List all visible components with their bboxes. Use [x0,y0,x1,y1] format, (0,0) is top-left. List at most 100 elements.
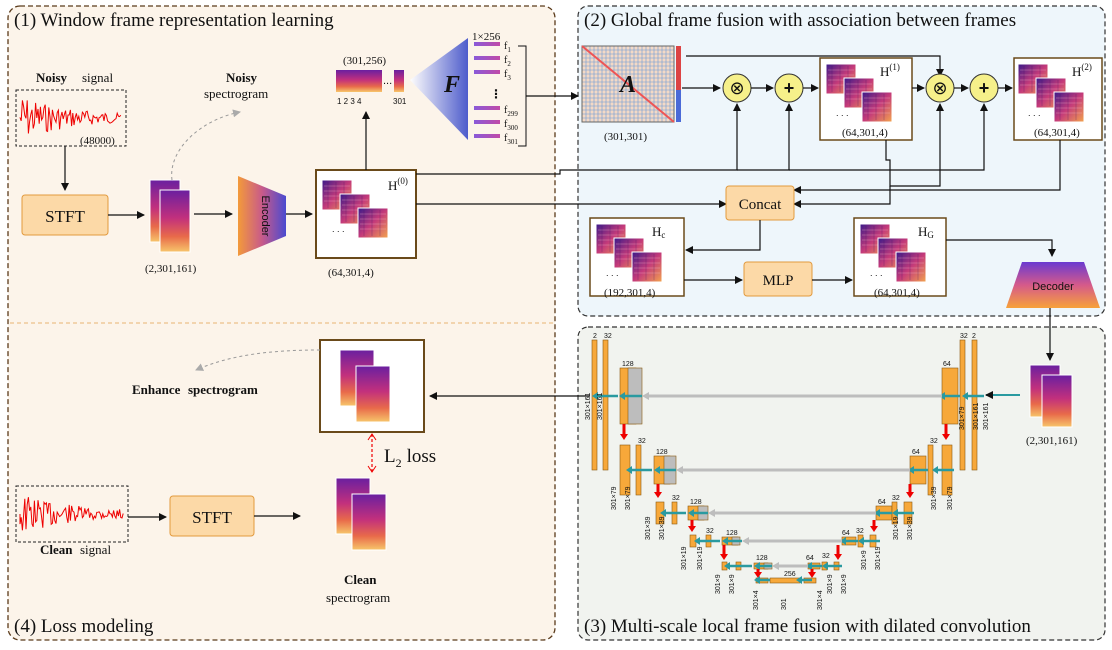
unet-dim-label: 32 [960,333,968,340]
arrow-to-noisy-spec [171,109,241,181]
unet-dim-label: 301×9 [841,574,848,594]
spectrogram-word: spectrogram [204,86,268,101]
arrow-h0-to-add2 [789,103,988,171]
arrow-h1-to-concat [793,186,891,208]
unet-dim-label: 301×79 [947,486,954,510]
f-matrix [336,70,404,92]
unet-feature-block [769,577,801,584]
spec-dim: (2,301,161) [145,263,197,275]
f-dim: (301,256) [343,55,386,67]
clean-spectrogram-stack [335,477,387,551]
clean-spectrogram-word: spectrogram [326,590,390,605]
a-dim: (301,301) [604,131,647,143]
unet-dim-label: 301×161 [597,392,604,420]
enhance-spectrogram-word: spectrogram [188,382,258,397]
loss-arrow-up [367,433,377,441]
multiply-icon-1: ⊗ [729,78,744,98]
unet-dim-label: 301×79 [959,406,966,430]
h1-dim: (64,301,4) [842,127,888,139]
unet-dim-label: 301×19 [681,546,688,570]
arrow-h2-to-concat [793,140,1061,194]
unet-dim-label: 32 [638,438,646,445]
enhance-word: Enhance [132,382,181,397]
unet-dim-label: 301×19 [697,546,704,570]
unet-dim-label: 301×9 [827,574,834,594]
decoded-spectrogram-stack [1029,364,1073,428]
unet-dim-label: 128 [726,530,738,537]
unet-dim-label: 301×4 [753,590,760,610]
panel-2-title: (2) Global frame fusion with association… [584,10,1016,31]
a-matrix [581,45,681,123]
unet-dim-label: 32 [822,553,830,560]
arrow-h0-to-mul1 [416,103,741,175]
arrow-h1-to-mul2-side [885,103,944,187]
unet-dim-label: 128 [622,361,634,368]
noisy-signal-label: Noisy signal [36,70,113,85]
noisy-signal-box [15,89,127,147]
encoder-label: Encoder [259,196,271,237]
unet-dim-label: 32 [604,333,612,340]
unet-dim-label: 2 [593,333,597,340]
unet-feature-block [971,339,978,471]
f-fan [410,38,468,140]
unet-feature-block [591,339,598,471]
decoded-spec-dim: (2,301,161) [1026,435,1078,447]
h0-dim: (64,301,4) [328,267,374,279]
unet-dim-label: 64 [943,361,951,368]
unet-dim-label: 2 [972,333,976,340]
noisy-spectrogram-stack [149,179,191,253]
decoder-shape [1006,262,1100,308]
f-row-bar [474,120,500,124]
arrow-concat-to-hc [685,220,761,254]
unet-dim-label: 128 [656,449,668,456]
unet-dim-label: 128 [756,555,768,562]
unet-dim-label: 64 [912,449,920,456]
clean-waveform [19,497,124,531]
f-row-bar [474,134,500,138]
unet-dim-label: 301×39 [645,516,652,540]
unet-dim-label: 301×39 [659,516,666,540]
h2-dim: (64,301,4) [1034,127,1080,139]
f-row-bar [474,70,500,74]
unet-dim-label: 128 [690,499,702,506]
signal-word: signal [82,70,113,85]
f-row-ellipsis: ⋮ [490,87,502,101]
clean-spec-word: Clean [344,572,377,587]
encoder-shape [238,176,286,256]
unet-dim-label: 256 [784,571,796,578]
clean-word: Clean [40,542,73,557]
f-last: 301 [393,97,407,106]
clean-signal-word: signal [80,542,111,557]
a-letter: A [618,72,636,98]
f-row-label: f3 [504,69,511,82]
unet-dim-label: 301×161 [973,402,980,430]
unet-dim-label: 301×39 [907,516,914,540]
multiply-icon-2: ⊗ [932,78,947,98]
unet-dim-label: 301×79 [611,486,618,510]
decoder-label: Decoder [1032,281,1074,293]
unet-feature-block [959,339,966,471]
arrow-hg-to-decoder [946,239,1056,257]
unet-dim-label: 64 [842,530,850,537]
unet-dim-label: 301×9 [861,550,868,570]
unet-dim-label: 301×19 [875,546,882,570]
arrow-to-enhance-label [195,349,321,371]
panel-3-title: (3) Multi-scale local frame fusion with … [584,616,1031,637]
unet-dim-label: 301×19 [893,516,900,540]
panel-left [7,5,556,641]
unet-dim-label: 301×9 [729,574,736,594]
arrow-a-to-mul2 [686,55,944,77]
f-row-label: f2 [504,55,511,68]
unet-dim-label: 301×79 [625,486,632,510]
f-row-label: f1 [504,41,511,54]
unet-dim-label: 301×4 [817,590,824,610]
add-icon-1: + [784,78,795,98]
unet-feature-block [602,339,609,471]
unet-dim-label: 64 [878,499,886,506]
unet-dim-label: 301 [781,598,788,610]
mlp-box [743,261,813,297]
mlp-label: MLP [763,273,794,289]
unet-dim-label: 301×9 [715,574,722,594]
loss-arrow-down [367,465,377,473]
